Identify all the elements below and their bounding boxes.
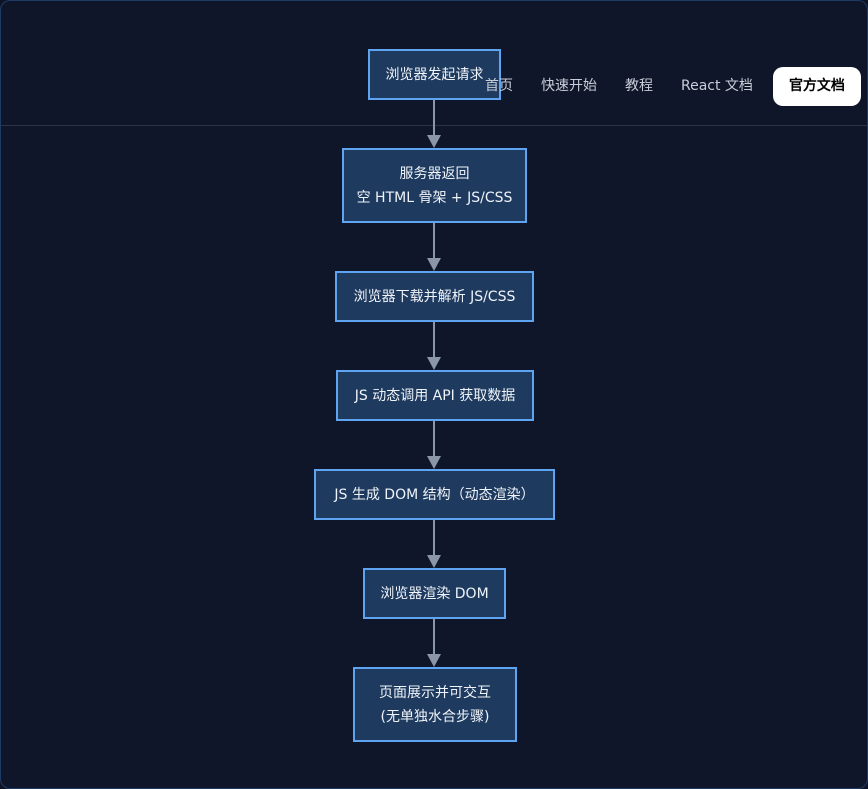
- top-nav: 首页 快速开始 教程 React 文档 官方文档: [471, 67, 861, 106]
- nav-tutorial[interactable]: 教程: [625, 78, 653, 94]
- flow-node-server-return: 服务器返回 空 HTML 骨架 + JS/CSS: [342, 148, 527, 223]
- arrowhead-icon: [427, 456, 441, 469]
- arrowhead-icon: [427, 135, 441, 148]
- node-label: (无单独水合步骤): [380, 708, 490, 725]
- nav-quick-start[interactable]: 快速开始: [541, 78, 597, 94]
- node-label: 页面展示并可交互: [379, 684, 491, 701]
- arrowhead-icon: [427, 654, 441, 667]
- node-label: 服务器返回: [399, 165, 470, 182]
- flow-node-generate-dom: JS 生成 DOM 结构（动态渲染）: [314, 469, 555, 520]
- flow-node-browser-request: 浏览器发起请求: [368, 49, 501, 100]
- flow-node-render-dom: 浏览器渲染 DOM: [363, 568, 506, 619]
- node-label: 浏览器发起请求: [385, 66, 484, 83]
- flow-node-interactive: 页面展示并可交互 (无单独水合步骤): [353, 667, 517, 742]
- node-label: 空 HTML 骨架 + JS/CSS: [356, 189, 513, 206]
- nav-react-docs[interactable]: React 文档: [681, 78, 753, 94]
- node-label: JS 生成 DOM 结构（动态渲染）: [334, 486, 535, 503]
- flow-node-download-parse: 浏览器下载并解析 JS/CSS: [335, 271, 534, 322]
- arrowhead-icon: [427, 555, 441, 568]
- arrowhead-icon: [427, 357, 441, 370]
- node-label: JS 动态调用 API 获取数据: [354, 387, 516, 404]
- node-label: 浏览器渲染 DOM: [380, 585, 489, 602]
- nav-home[interactable]: 首页: [485, 78, 513, 94]
- node-label: 浏览器下载并解析 JS/CSS: [353, 288, 516, 305]
- nav-official-docs[interactable]: 官方文档: [772, 67, 861, 106]
- arrowhead-icon: [427, 258, 441, 271]
- flow-node-fetch-api: JS 动态调用 API 获取数据: [336, 370, 534, 421]
